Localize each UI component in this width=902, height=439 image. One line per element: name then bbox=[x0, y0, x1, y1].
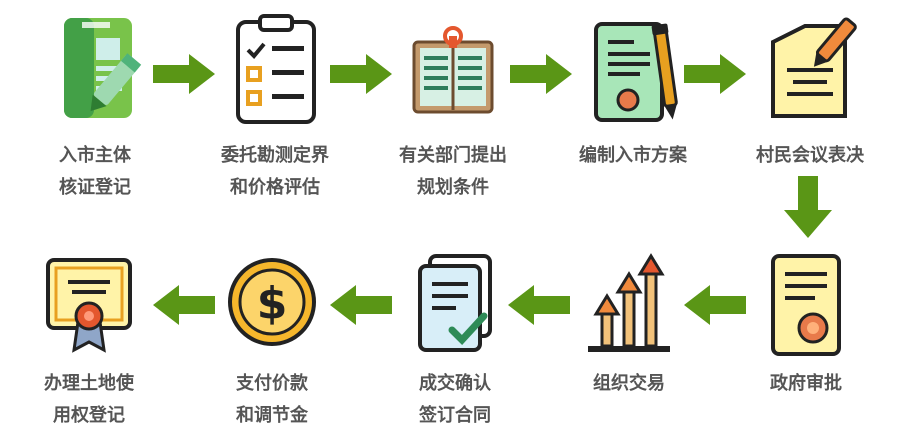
certificate-ribbon-icon bbox=[46, 258, 132, 353]
step-6-line1: 政府审批 bbox=[770, 373, 842, 394]
step-8-line2: 签订合同 bbox=[419, 405, 491, 426]
step-10-line1: 办理土地使 bbox=[44, 373, 134, 394]
arrow-left-1 bbox=[684, 285, 746, 325]
certificate-pen-icon bbox=[594, 22, 678, 122]
rising-arrows-chart-icon bbox=[588, 253, 670, 352]
svg-text:$: $ bbox=[257, 278, 288, 329]
step-10: 办理土地使 用权登记 bbox=[14, 250, 164, 432]
arrow-left-4 bbox=[153, 285, 215, 325]
step-9-label: 支付价款 和调节金 bbox=[197, 368, 347, 432]
step-3-line1: 有关部门提出 bbox=[399, 145, 507, 166]
arrow-right-2 bbox=[330, 54, 392, 94]
step-4-line1: 编制入市方案 bbox=[579, 145, 687, 166]
step-7-label: 组织交易 bbox=[554, 368, 704, 400]
arrow-right-1 bbox=[153, 54, 215, 94]
step-3-label: 有关部门提出 规划条件 bbox=[378, 140, 528, 204]
memo-pencil-icon bbox=[771, 17, 857, 118]
step-2-line1: 委托勘测定界 bbox=[221, 145, 329, 166]
step-8-line1: 成交确认 bbox=[419, 373, 491, 394]
step-2: 委托勘测定界 和价格评估 bbox=[200, 12, 350, 204]
step-2-label: 委托勘测定界 和价格评估 bbox=[200, 140, 350, 204]
step-6-label: 政府审批 bbox=[731, 368, 881, 400]
signed-contract-check-icon bbox=[418, 254, 492, 352]
step-8: 成交确认 签订合同 bbox=[380, 250, 530, 432]
step-1: 入市主体 核证登记 bbox=[20, 12, 170, 204]
step-3: 有关部门提出 规划条件 bbox=[378, 12, 528, 204]
step-8-label: 成交确认 签订合同 bbox=[380, 368, 530, 432]
step-5-label: 村民会议表决 bbox=[735, 140, 885, 172]
arrow-right-3 bbox=[510, 54, 572, 94]
step-4-label: 编制入市方案 bbox=[558, 140, 708, 172]
dollar-coin-icon: $ bbox=[228, 258, 316, 346]
approval-document-icon bbox=[771, 254, 841, 356]
step-9: $ 支付价款 和调节金 bbox=[197, 250, 347, 432]
step-7-line1: 组织交易 bbox=[593, 373, 665, 394]
identity-document-pen-icon bbox=[64, 18, 142, 118]
step-7: 组织交易 bbox=[554, 250, 704, 400]
step-10-label: 办理土地使 用权登记 bbox=[14, 368, 164, 432]
arrow-down bbox=[784, 176, 832, 238]
arrow-right-4 bbox=[684, 54, 746, 94]
step-9-line1: 支付价款 bbox=[236, 373, 308, 394]
step-1-line1: 入市主体 bbox=[59, 145, 131, 166]
step-1-label: 入市主体 核证登记 bbox=[20, 140, 170, 204]
step-6: 政府审批 bbox=[731, 250, 881, 400]
step-10-line2: 用权登记 bbox=[53, 405, 125, 426]
step-1-line2: 核证登记 bbox=[59, 177, 131, 198]
step-3-line2: 规划条件 bbox=[417, 177, 489, 198]
step-4: 编制入市方案 bbox=[558, 12, 708, 172]
step-5: 村民会议表决 bbox=[735, 12, 885, 172]
arrow-left-3 bbox=[330, 285, 392, 325]
step-9-line2: 和调节金 bbox=[236, 405, 308, 426]
arrow-left-2 bbox=[508, 285, 570, 325]
step-2-line2: 和价格评估 bbox=[230, 177, 320, 198]
open-book-clip-icon bbox=[412, 26, 494, 114]
step-5-line1: 村民会议表决 bbox=[756, 145, 864, 166]
checklist-clipboard-icon bbox=[236, 14, 316, 124]
